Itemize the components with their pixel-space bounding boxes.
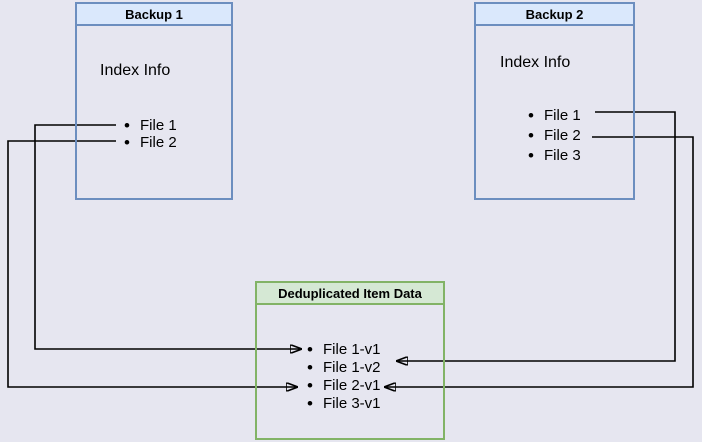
backup2-title: Backup 2 xyxy=(474,2,635,26)
file-item: File 1 xyxy=(124,117,177,134)
file-item: File 3 xyxy=(528,146,581,166)
file-item: File 2 xyxy=(124,134,177,151)
file-item: File 1 xyxy=(528,106,581,126)
deduplicated-item-data-box: Deduplicated Item Data File 1-v1File 1-v… xyxy=(255,281,445,440)
backup1-index-info-label: Index Info xyxy=(100,62,171,79)
backup2-box: Backup 2 Index Info File 1File 2File 3 xyxy=(474,2,635,200)
backup2-index-info-label: Index Info xyxy=(500,54,571,71)
file-item: File 1-v2 xyxy=(307,359,381,377)
backup1-box: Backup 1 Index Info File 1File 2 xyxy=(75,2,233,200)
dedup-item-list: File 1-v1File 1-v2File 2-v1File 3-v1 xyxy=(307,341,381,413)
file-item: File 2 xyxy=(528,126,581,146)
file-item: File 2-v1 xyxy=(307,377,381,395)
dedup-title: Deduplicated Item Data xyxy=(255,281,445,305)
backup2-file-list: File 1File 2File 3 xyxy=(528,106,581,166)
backup1-file-list: File 1File 2 xyxy=(124,117,177,151)
backup1-title: Backup 1 xyxy=(75,2,233,26)
file-item: File 1-v1 xyxy=(307,341,381,359)
file-item: File 3-v1 xyxy=(307,395,381,413)
